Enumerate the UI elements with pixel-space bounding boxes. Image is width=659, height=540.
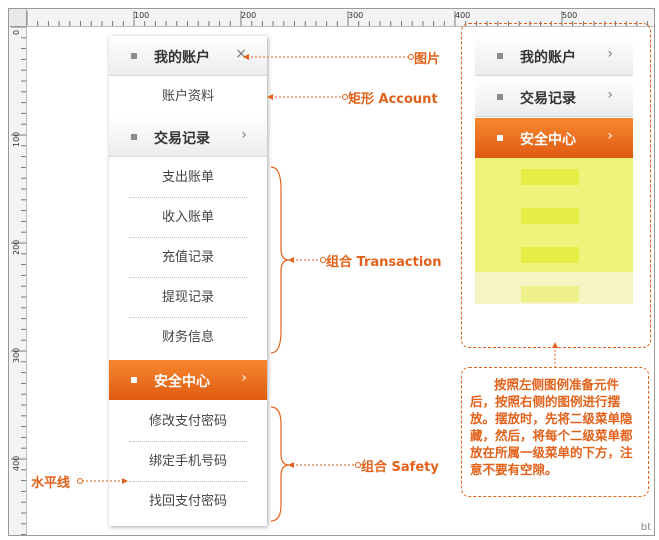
sub-item-transaction[interactable]: 提现记录 <box>129 278 247 318</box>
placeholder-bar <box>521 247 579 263</box>
sub-item-safety[interactable]: 修改支付密码 <box>129 402 247 442</box>
chevron-right-icon: › <box>241 127 247 143</box>
square-bullet-icon <box>497 53 503 59</box>
menu-label: 交易记录 <box>154 131 210 147</box>
menu-item-transaction[interactable]: 交易记录 › <box>109 117 267 157</box>
right-menu-item-transaction[interactable]: 交易记录 › <box>475 77 633 117</box>
menu-item-account[interactable]: 我的账户 × <box>109 36 267 76</box>
annotation-group-safety: 组合 Safety <box>361 460 439 475</box>
right-menu-item-safety[interactable]: 安全中心 › <box>475 118 633 158</box>
annotation-image: 图片 <box>414 52 441 67</box>
instruction-note: 按照左侧图例准备元件后，按照右侧的图例进行摆放。摆放时，先将二级菜单隐藏，然后，… <box>461 367 649 497</box>
menu-item-safety[interactable]: 安全中心 › <box>109 360 267 400</box>
chevron-right-icon: › <box>607 128 613 144</box>
menu-label: 我的账户 <box>520 50 576 66</box>
chevron-right-icon: › <box>241 370 247 386</box>
vertical-ruler: 0 100 200 300 400 <box>9 9 27 535</box>
ruler-tick-marks <box>11 11 649 535</box>
left-menu: 我的账户 × 账户资料 交易记录 › 支出账单 收入账单 充值记录 提现记录 财… <box>109 36 267 526</box>
menu-label: 安全中心 <box>154 374 210 390</box>
placeholder-bar <box>521 208 579 224</box>
right-menu: 我的账户 › 交易记录 › 安全中心 › <box>475 36 633 326</box>
horizontal-ruler: 100 200 300 400 500 <box>9 9 654 27</box>
placeholder-bar <box>521 169 579 185</box>
sub-item-account-profile[interactable]: 账户资料 <box>161 89 214 104</box>
square-bullet-icon <box>131 53 137 59</box>
chevron-right-icon: › <box>607 87 613 103</box>
annotation-group-transaction: 组合 Transaction <box>326 255 442 270</box>
ruler-tick: 500 <box>562 11 578 20</box>
menu-label: 交易记录 <box>520 91 576 107</box>
sub-item-transaction[interactable]: 支出账单 <box>129 158 247 198</box>
ruler-tick: 100 <box>134 11 150 20</box>
square-bullet-icon <box>497 94 503 100</box>
ruler-tick: 200 <box>241 11 257 20</box>
watermark: bt <box>640 522 651 533</box>
sub-item-transaction[interactable]: 收入账单 <box>129 198 247 238</box>
menu-label: 我的账户 <box>154 50 210 66</box>
chevron-right-icon: › <box>607 46 613 62</box>
annotation-connectors <box>77 54 558 522</box>
right-menu-item-account[interactable]: 我的账户 › <box>475 36 633 76</box>
square-bullet-icon <box>131 377 137 383</box>
annotation-rect-account: 矩形 Account <box>348 92 438 107</box>
sub-item-safety[interactable]: 绑定手机号码 <box>129 442 247 482</box>
square-bullet-icon <box>497 135 503 141</box>
annotation-horizontal-line: 水平线 <box>31 476 71 491</box>
sub-item-transaction[interactable]: 充值记录 <box>129 238 247 278</box>
square-bullet-icon <box>131 134 137 140</box>
close-icon: × <box>235 46 247 62</box>
ruler-tick: 400 <box>455 11 471 20</box>
editor-frame: 100 200 300 400 500 0 100 200 300 400 我的… <box>8 8 655 536</box>
placeholder-bar <box>521 286 579 302</box>
sub-item-safety[interactable]: 找回支付密码 <box>148 494 227 509</box>
ruler-tick: 300 <box>348 11 364 20</box>
menu-label: 安全中心 <box>520 132 576 148</box>
sub-item-transaction[interactable]: 财务信息 <box>161 330 214 345</box>
